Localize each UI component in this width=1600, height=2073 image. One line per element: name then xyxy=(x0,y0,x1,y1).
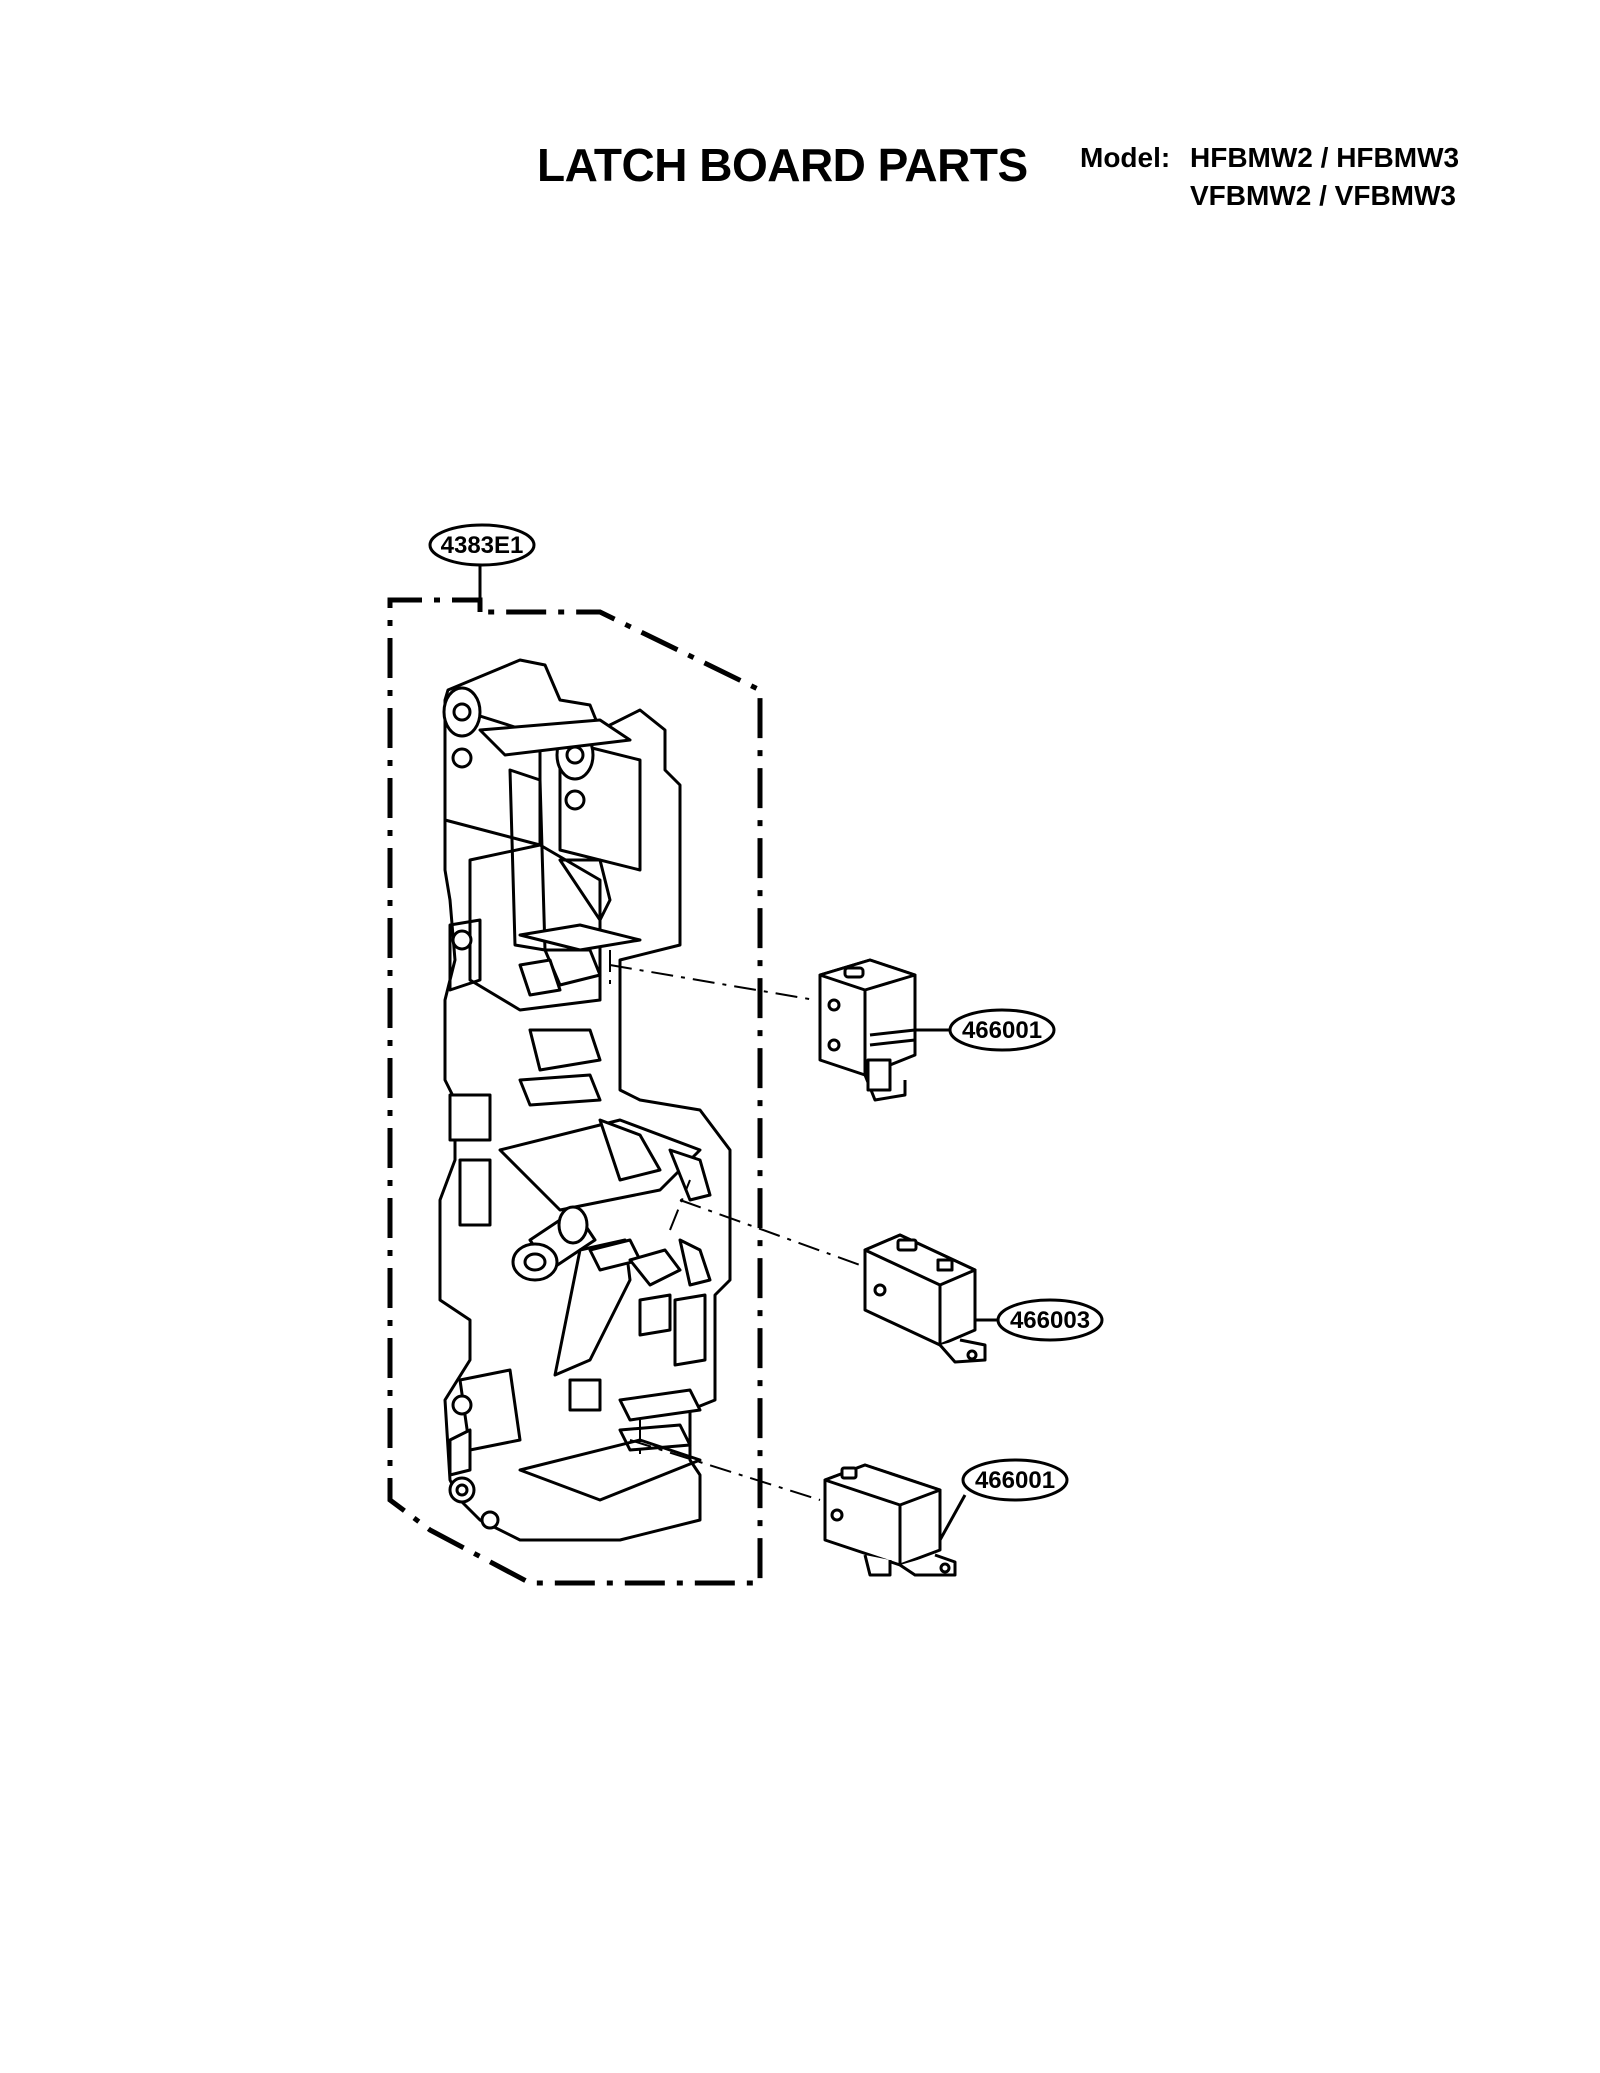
callout-switch-middle: 466003 xyxy=(996,1298,1104,1342)
callout-switch-lower-label: 466001 xyxy=(975,1467,1055,1494)
model-list-line-1: HFBMW2 / HFBMW3 xyxy=(1190,142,1460,173)
callout-latch-board: 4383E1 xyxy=(428,523,536,567)
switch-middle-drawing xyxy=(863,1233,987,1364)
callout-switch-middle-label: 466003 xyxy=(1010,1307,1090,1334)
switch-lower-leader xyxy=(938,1494,967,1541)
callout-switch-upper-label: 466001 xyxy=(962,1017,1042,1044)
switch-leaders xyxy=(609,950,861,1501)
latch-board-drawing xyxy=(438,658,732,1542)
callout-latch-board-label: 4383E1 xyxy=(441,532,524,559)
model-label: Model: xyxy=(1080,142,1171,173)
page-title: LATCH BOARD PARTS xyxy=(537,139,1028,191)
switch-upper-drawing xyxy=(818,958,917,1102)
callout-switch-lower: 466001 xyxy=(961,1458,1069,1502)
callout-switch-upper: 466001 xyxy=(948,1008,1056,1052)
switch-lower-drawing xyxy=(823,1463,957,1577)
model-list-line-2: VFBMW2 / VFBMW3 xyxy=(1190,180,1456,211)
assembly-boundary xyxy=(387,597,763,1586)
